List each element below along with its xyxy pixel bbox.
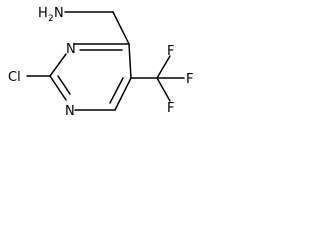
- bond-c-f-top: [156, 55, 171, 79]
- bond-c6-c5: [114, 77, 132, 111]
- bond-n3-c2: [49, 53, 67, 77]
- atom-n-ring-lower: N: [65, 104, 75, 119]
- atom-n-nh2: N: [54, 6, 64, 21]
- structure-canvas: H 2 N N N Cl F F F: [0, 0, 220, 160]
- bond-c5-c4: [128, 43, 132, 79]
- atom-f-right: F: [186, 72, 193, 87]
- chemical-structure-diagram: H 2 N N N Cl F F F: [8, 6, 193, 119]
- bond-c2-n1-double: [57, 75, 71, 95]
- atom-cl: Cl: [8, 70, 21, 85]
- bond-c-f-bottom: [156, 77, 171, 102]
- atom-h-nh2: H: [38, 6, 48, 21]
- atom-n-ring-upper: N: [66, 42, 76, 57]
- bond-c2-n1: [49, 75, 67, 101]
- bond-ch2-c4: [112, 11, 130, 45]
- atom-subscript-nh2: 2: [48, 14, 54, 24]
- atom-labels: H 2 N N N Cl F F F: [8, 6, 193, 119]
- bond-c6-c5-double: [109, 77, 124, 104]
- atom-f-bottom: F: [167, 101, 174, 116]
- bonds: [26, 11, 185, 111]
- atom-f-top: F: [167, 44, 174, 59]
